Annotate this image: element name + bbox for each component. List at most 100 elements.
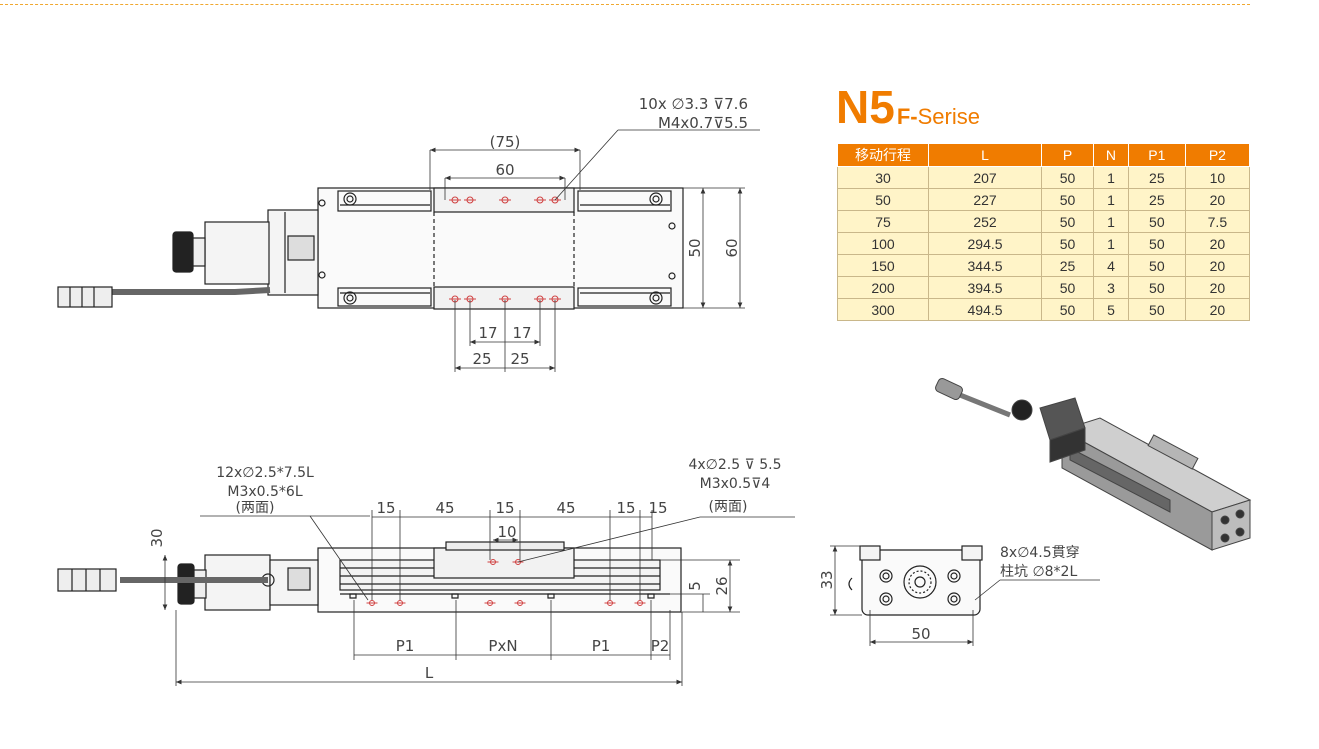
dim-15a: 15: [376, 499, 395, 517]
dim-P1a: P1: [396, 637, 415, 655]
title-series: Serise: [917, 104, 980, 129]
top-view-rail-tl: [337, 190, 432, 212]
spec-table-cell: 50: [1041, 276, 1095, 299]
spec-table-cell: 25: [1127, 188, 1186, 211]
dim-26: 26: [713, 576, 731, 595]
top-view-knob: [172, 231, 194, 273]
top-view-rail-tr: [577, 190, 672, 212]
end-view-dimension-lines: [830, 545, 1100, 646]
dim-17b: 17: [512, 324, 531, 342]
header-stroke: 移动行程: [837, 143, 929, 167]
spec-table-cell: 1: [1093, 232, 1129, 255]
end-view-bearing: [903, 565, 937, 599]
dim-P2: P2: [651, 637, 670, 655]
side-view: [57, 541, 682, 613]
top-note-2: M4x0.7⊽5.5: [658, 114, 748, 132]
top-view-carriage-bottom: [433, 286, 575, 310]
dim-25a: 25: [472, 350, 491, 368]
dim-25b: 25: [510, 350, 529, 368]
side-view-knob: [177, 563, 195, 605]
side-view-carriage: [433, 547, 575, 579]
end-view: [848, 545, 983, 616]
top-note-1: 10x ∅3.3 ⊽7.6: [639, 95, 748, 113]
spec-table-cell: 4: [1093, 254, 1129, 277]
side-right-note-1: 4x∅2.5 ⊽ 5.5: [688, 457, 781, 473]
dim-10: 10: [497, 523, 516, 541]
dim-50-end: 50: [911, 625, 930, 643]
dim-P1b: P1: [592, 637, 611, 655]
title-suffix: F-: [896, 104, 918, 129]
spec-table-cell: 20: [1184, 232, 1251, 255]
dim-75: (75): [490, 133, 521, 151]
side-right-note-2: M3x0.5⊽4: [700, 476, 771, 492]
top-dashed-rule: [0, 4, 1250, 5]
spec-table-cell: 50: [1041, 188, 1095, 211]
dim-60-top: 60: [495, 161, 514, 179]
dim-15d: 15: [648, 499, 667, 517]
spec-table-cell: 75: [837, 210, 929, 233]
spec-table-header-row: 移动行程 L P N P1 P2: [837, 143, 1251, 167]
spec-table-cell: 20: [1184, 254, 1251, 277]
side-view-dimension-lines: [162, 510, 795, 686]
side-left-note-2: M3x0.5*6L: [227, 484, 302, 500]
dim-50-side: 50: [686, 238, 704, 257]
spec-table-cell: 252: [927, 210, 1043, 233]
top-view: [57, 187, 684, 310]
spec-table-cell: 294.5: [927, 232, 1043, 255]
end-note-2: 柱坑 ∅8*2L: [1000, 564, 1077, 580]
spec-table-cell: 494.5: [927, 298, 1043, 321]
spec-table-cell: 7.5: [1184, 210, 1251, 233]
top-view-dimension-lines: [429, 129, 760, 372]
side-left-note-1: 12x∅2.5*7.5L: [216, 465, 314, 481]
side-view-hole-marks: [366, 559, 646, 606]
spec-table-cell: 5: [1093, 298, 1129, 321]
spec-table-cell: 20: [1184, 298, 1251, 321]
spec-table-cell: 3: [1093, 276, 1129, 299]
dim-15c: 15: [616, 499, 635, 517]
dim-17a: 17: [478, 324, 497, 342]
dim-60-side: 60: [723, 238, 741, 257]
side-left-note-3: (两面): [236, 500, 275, 516]
spec-table-cell: 50: [1127, 254, 1186, 277]
spec-table-cell: 25: [1041, 254, 1095, 277]
dim-45a: 45: [435, 499, 454, 517]
dim-33: 33: [818, 570, 836, 589]
spec-table-cell: 50: [1041, 298, 1095, 321]
spec-table-cell: 50: [1041, 166, 1095, 189]
top-view-rail-br: [577, 287, 672, 307]
spec-table-cell: 300: [837, 298, 929, 321]
dim-L: L: [425, 664, 434, 682]
dim-30: 30: [148, 528, 166, 547]
spec-table-cell: 207: [927, 166, 1043, 189]
spec-table-cell: 100: [837, 232, 929, 255]
spec-table-cell: 25: [1127, 166, 1186, 189]
dim-15b: 15: [495, 499, 514, 517]
side-view-connector: [57, 568, 117, 592]
title-main: N5: [836, 81, 895, 133]
spec-table-cell: 30: [837, 166, 929, 189]
spec-table-cell: 1: [1093, 210, 1129, 233]
spec-table-cell: 50: [1041, 232, 1095, 255]
side-right-note-3: (两面): [709, 499, 748, 515]
spec-table-cell: 10: [1184, 166, 1251, 189]
spec-table-cell: 150: [837, 254, 929, 277]
series-title: N5 F- Serise: [836, 82, 980, 130]
top-view-connector: [57, 286, 113, 308]
header-P1: P1: [1127, 143, 1186, 167]
dim-45b: 45: [556, 499, 575, 517]
product-3d-render: [935, 377, 1252, 551]
dim-5: 5: [686, 581, 704, 591]
end-note-1: 8x∅4.5貫穿: [1000, 545, 1080, 561]
spec-table-cell: 50: [1127, 210, 1186, 233]
spec-table-cell: 1: [1093, 166, 1129, 189]
dim-PxN: PxN: [488, 637, 517, 655]
spec-table-cell: 50: [837, 188, 929, 211]
